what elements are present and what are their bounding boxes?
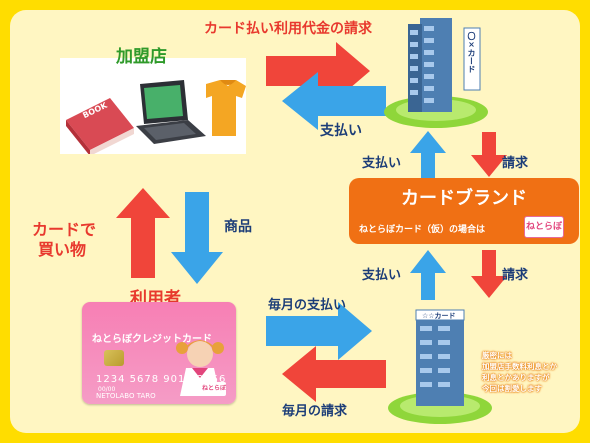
merchant-label: 加盟店 — [116, 47, 167, 67]
monthly-payment-label: 毎月の支払い — [268, 298, 347, 313]
diagram-graphics — [116, 18, 507, 424]
arrow-request-low-down — [471, 250, 507, 298]
footnote-line3: 利息とかありますが — [482, 373, 550, 382]
merchant-panel: BOOK — [60, 58, 246, 154]
arrow-goods-down — [171, 192, 223, 284]
payment-mid-up-label: 支払い — [362, 156, 402, 171]
buy-label-line1: カードで — [32, 220, 97, 239]
card-number: 1234 5678 9012 3456 — [96, 374, 227, 385]
arrow-payment-top — [282, 72, 386, 130]
book-icon — [66, 98, 134, 154]
card-company-building-bottom — [388, 309, 492, 424]
arrow-payment-mid-up — [410, 131, 446, 178]
request-top-label: カード払い利用代金の請求 — [204, 21, 372, 37]
card-chip — [104, 350, 124, 366]
card-holder: NETOLABO TARO — [96, 392, 156, 400]
building-bottom-sign: ☆☆カード — [422, 312, 456, 320]
arrow-request-top — [266, 42, 370, 100]
merchant-items — [66, 80, 246, 154]
card-brand-box: カードブランド ねとらぼカード（仮）の場合は ねとらぼ — [349, 178, 579, 244]
goods-label: 商品 — [224, 219, 252, 235]
footnote-line4: 今回は割愛します — [482, 384, 542, 393]
arrow-buy-up — [116, 188, 170, 278]
card-valid: 00/00 — [98, 386, 116, 393]
card-name: ねとらぼクレジットカード — [92, 334, 212, 345]
card-brand-subtitle: ねとらぼカード（仮）の場合は — [359, 225, 486, 235]
card-company-building-top — [384, 18, 488, 128]
arrow-payment-low-up — [410, 250, 446, 300]
request-low-down-label: 請求 — [502, 268, 529, 283]
arrow-request-mid-down — [471, 132, 507, 177]
footnote: 厳密には 加盟店手数料利息とか 利息とかありますが 今回は割愛します — [482, 350, 580, 394]
card-stamp: ねとらぼ — [202, 382, 226, 396]
credit-card: ねとらぼクレジットカード 1234 5678 9012 3456 00/00 N… — [82, 302, 236, 404]
laptop-icon — [136, 80, 206, 144]
payment-top-label: 支払い — [320, 123, 362, 139]
monthly-request-label: 毎月の請求 — [282, 404, 348, 419]
card-brand-title: カードブランド — [401, 188, 527, 209]
building-top-sign: 〇×カード — [467, 32, 476, 73]
footnote-line1: 厳密には — [482, 351, 512, 360]
arrow-monthly-payment — [266, 302, 372, 360]
card-brand-stamp: ねとらぼ — [524, 216, 564, 238]
diagram-stage: BOOK 加盟店 カード払い利用代金の請求 支払い 支払い 請求 支払い 請求 … — [10, 10, 580, 433]
footnote-line2: 加盟店手数料利息とか — [482, 362, 557, 371]
payment-low-up-label: 支払い — [362, 268, 402, 283]
arrow-monthly-request — [282, 346, 386, 402]
tshirt-icon — [206, 80, 246, 136]
request-mid-down-label: 請求 — [502, 156, 529, 171]
buy-label-line2: 買い物 — [38, 240, 87, 259]
